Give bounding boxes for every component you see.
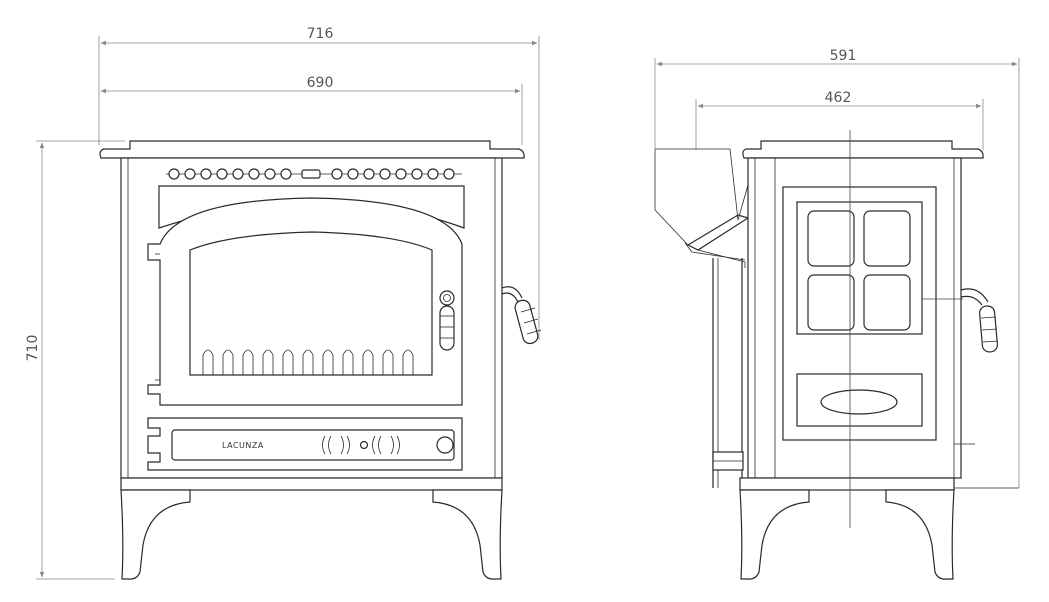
door-handle[interactable] [439, 290, 455, 351]
ash-drawer-knob[interactable] [436, 436, 454, 454]
front-view: 716 690 710 [25, 26, 542, 580]
side-view: 591 462 [654, 48, 1020, 580]
dimension-label-591: 591 [830, 48, 857, 64]
side-depth-462-dimension: 462 [695, 90, 984, 150]
dimension-label-710: 710 [25, 335, 41, 362]
front-side-handle[interactable] [501, 286, 542, 345]
side-window-panes [807, 210, 911, 331]
side-top-plate [742, 140, 984, 159]
dimension-label-462: 462 [825, 90, 852, 106]
ash-drawer[interactable]: LACUNZA [147, 417, 463, 471]
dimension-label-716: 716 [307, 26, 334, 42]
front-right-leg [432, 489, 503, 580]
side-lower-panel [796, 373, 923, 427]
front-left-leg [120, 489, 191, 580]
side-depth-591-dimension: 591 [654, 48, 1020, 488]
side-window-frame [796, 201, 923, 335]
front-base [120, 477, 503, 491]
side-back-panel [712, 258, 744, 488]
dimension-label-690: 690 [307, 75, 334, 91]
air-regulator[interactable] [322, 435, 400, 455]
rear-flue-outlet [654, 148, 751, 268]
side-oval-plate [820, 389, 898, 415]
front-width-690-dimension: 690 [100, 75, 523, 145]
front-height-710-dimension: 710 [25, 140, 125, 580]
front-width-716-dimension: 716 [98, 26, 540, 340]
fire-door[interactable] [147, 197, 463, 406]
side-right-leg [885, 489, 955, 580]
fire-door-glass [189, 231, 433, 376]
side-handle[interactable] [960, 288, 999, 353]
air-vent-knob-row [166, 168, 462, 180]
fire-grate [202, 349, 414, 375]
brand-logo: LACUNZA [222, 441, 264, 450]
side-base [739, 477, 955, 491]
front-top-plate [99, 140, 525, 159]
side-panel [782, 186, 937, 441]
side-left-leg [739, 489, 810, 580]
